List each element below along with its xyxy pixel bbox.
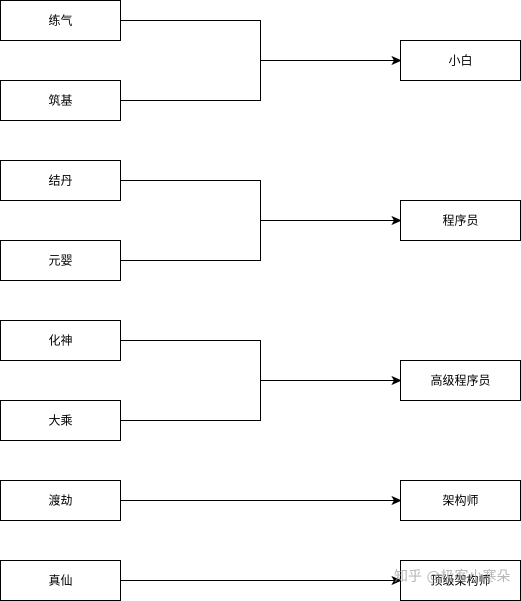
node-box	[0, 480, 121, 521]
node-n4: 元婴	[0, 240, 121, 281]
node-label: 小白	[448, 53, 472, 68]
node-n5: 化神	[0, 320, 121, 361]
arrowhead	[391, 495, 402, 506]
edge-bracket-3	[120, 340, 261, 421]
arrowhead	[391, 375, 402, 386]
node-label: 程序员	[442, 213, 478, 228]
node-n3: 结丹	[0, 160, 121, 201]
node-box	[0, 240, 121, 281]
node-box	[0, 400, 121, 441]
node-label: 结丹	[48, 174, 72, 188]
node-label: 大乘	[48, 414, 72, 428]
node-label: 顶级架构师	[430, 573, 490, 588]
node-n1: 练气	[0, 0, 121, 41]
node-t3: 高级程序员	[400, 360, 521, 401]
node-label: 渡劫	[48, 493, 72, 508]
node-box	[0, 320, 121, 361]
node-box	[400, 480, 521, 521]
node-label: 化神	[48, 334, 72, 348]
node-box	[400, 560, 521, 601]
edge-bracket-1	[120, 20, 261, 101]
arrowhead	[391, 575, 402, 586]
node-n6: 大乘	[0, 400, 121, 441]
node-label: 真仙	[48, 574, 72, 588]
node-box	[0, 160, 121, 201]
node-n8: 真仙	[0, 560, 121, 601]
node-t4: 架构师	[400, 480, 521, 521]
node-n2: 筑基	[0, 80, 121, 121]
node-box	[400, 40, 521, 81]
node-box	[0, 560, 121, 601]
node-box	[400, 360, 521, 401]
node-box	[0, 0, 121, 41]
edges-layer	[120, 20, 402, 586]
node-label: 架构师	[442, 493, 478, 508]
node-t2: 程序员	[400, 200, 521, 241]
node-t5: 顶级架构师	[400, 560, 521, 601]
arrowhead	[391, 55, 402, 66]
arrowhead	[391, 215, 402, 226]
node-label: 高级程序员	[430, 373, 490, 388]
edge-bracket-2	[120, 180, 261, 261]
node-label: 元婴	[48, 254, 72, 268]
node-t1: 小白	[400, 40, 521, 81]
node-n7: 渡劫	[0, 480, 121, 521]
node-label: 练气	[48, 13, 72, 28]
node-box	[0, 80, 121, 121]
node-label: 筑基	[48, 93, 72, 108]
